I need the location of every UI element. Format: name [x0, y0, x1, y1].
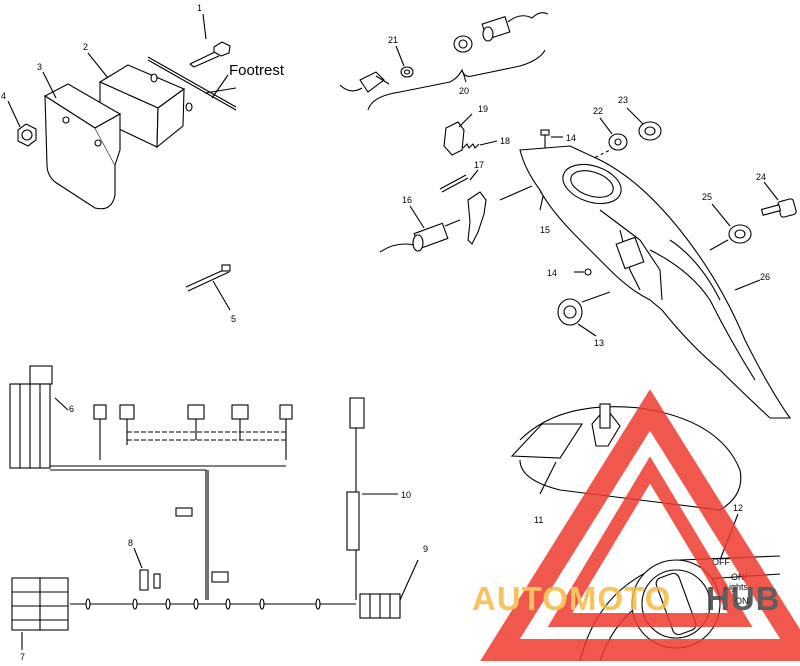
grommet-part-23: 23: [618, 95, 662, 141]
console-body-part-26: 26: [519, 145, 792, 419]
callout-21: 21: [388, 35, 398, 45]
callout-6: 6: [69, 404, 74, 414]
callout-7: 7: [20, 652, 25, 661]
callout-16: 16: [402, 195, 412, 205]
watermark-text-auto: AUTOMOTO: [472, 580, 671, 617]
callout-24: 24: [756, 172, 766, 182]
fuse-part-8: 8: [128, 538, 161, 591]
switch-on2-label: ON/: [735, 596, 752, 606]
taillight-assembly: 1 2 3 4 Footrest: [1, 3, 285, 210]
leader-2: [87, 52, 109, 79]
callout-1: 1: [197, 3, 202, 13]
callout-23: 23: [618, 95, 628, 105]
nut-part-4: [17, 123, 37, 147]
callout-14-lower: 14: [547, 268, 557, 278]
taillight-housing-part-3: [43, 83, 122, 210]
callout-20: 20: [459, 86, 469, 96]
leader-1: [202, 13, 207, 40]
switch-lights-label: Lights: [724, 582, 749, 592]
callout-26: 26: [760, 272, 770, 282]
callout-18: 18: [500, 136, 510, 146]
connector-group-20: 21 20: [339, 12, 549, 111]
callout-13: 13: [594, 338, 604, 348]
callout-15: 15: [540, 225, 550, 235]
spring-part-18: 18: [462, 136, 510, 149]
callout-25: 25: [702, 192, 712, 202]
watermark-text-hub: HUB: [706, 580, 781, 617]
footrest-label: Footrest: [229, 62, 285, 79]
callout-3: 3: [37, 62, 42, 72]
toggle-panel-part-11: 11: [510, 403, 742, 525]
leader-footrest: [211, 74, 229, 99]
switch-part-13: 13: [557, 291, 611, 348]
screw-part-14-lower: 14: [547, 268, 592, 278]
harness-connectors-row: [50, 404, 293, 600]
watermark-logo: AUTOMOTO HUB: [472, 389, 800, 661]
callout-2: 2: [83, 42, 88, 52]
footrest-bracket: [147, 56, 237, 111]
callout-19: 19: [478, 104, 488, 114]
bolt-part-1: [189, 41, 231, 68]
callout-10: 10: [401, 490, 411, 500]
watermark-triangle: [480, 389, 800, 661]
callout-14-upper: 14: [566, 133, 576, 143]
callout-11: 11: [534, 515, 543, 525]
switch-on-label: ON/: [731, 572, 748, 582]
key-part-24: 24: [756, 172, 797, 218]
mount-plate-part-2: [98, 64, 193, 149]
screw-part-14-upper: 14: [540, 129, 576, 150]
callout-12: 12: [733, 503, 743, 513]
connector-part-6: 6: [9, 365, 74, 469]
washer-part-22: 22: [593, 106, 628, 151]
leader-3: [42, 71, 57, 99]
harness-branch-part-10: 10: [346, 397, 411, 600]
socket-part-16: 16: [379, 195, 461, 253]
callout-5: 5: [231, 314, 236, 324]
switch-off-label: OFF: [712, 557, 730, 567]
callout-4: 4: [1, 91, 6, 101]
lever-part-17: 17: [439, 160, 487, 245]
bracket-part-19: 19: [443, 104, 488, 156]
ignition-part-25: 25: [702, 192, 752, 251]
wiring-harness: 6 10: [9, 365, 428, 662]
callout-9: 9: [423, 544, 428, 554]
callout-22: 22: [593, 106, 603, 116]
callout-8: 8: [128, 538, 133, 548]
connector-part-9: 9: [359, 544, 428, 619]
callout-17: 17: [474, 160, 484, 170]
connector-part-7: 7: [11, 577, 69, 662]
harness-main-line: [70, 507, 356, 610]
wire-tie-part-5: 5: [185, 264, 236, 324]
leader-4: [7, 100, 21, 128]
console-assembly: 19 18 17 16 14: [379, 95, 797, 419]
